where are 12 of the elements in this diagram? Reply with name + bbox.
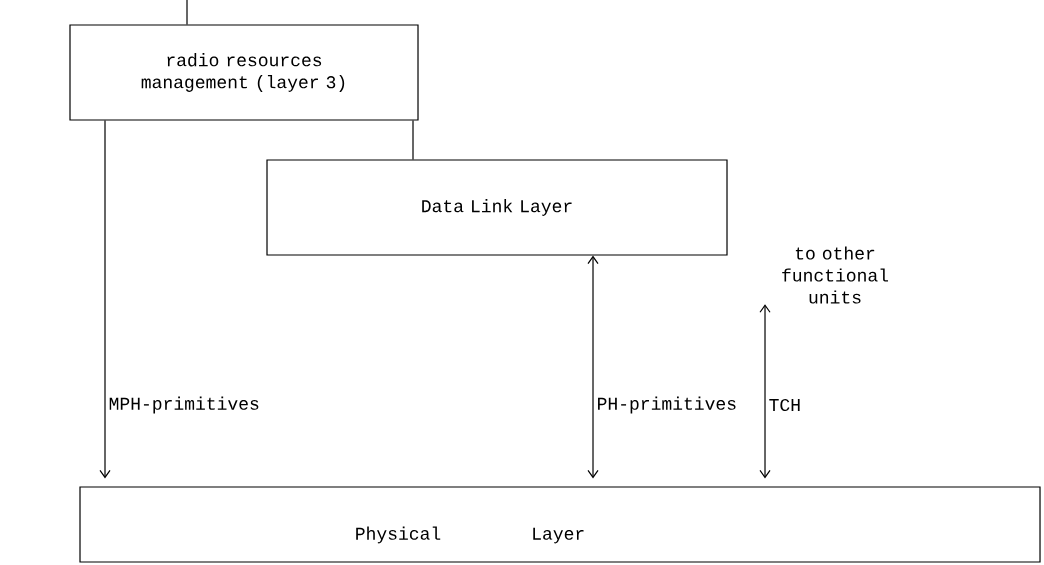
note-text: to other functional units bbox=[782, 246, 888, 304]
connector-line bbox=[186, 0, 188, 25]
edge-label: MPH-primitives bbox=[106, 394, 262, 416]
connector-line bbox=[412, 120, 414, 160]
layer-box: Data Link Layer bbox=[266, 159, 728, 256]
edge-label: TCH bbox=[766, 396, 803, 414]
arrow bbox=[99, 120, 111, 479]
layer-box: Physical Layer bbox=[79, 486, 1041, 563]
layer-box: radio resources management (layer 3) bbox=[69, 24, 419, 121]
arrow bbox=[759, 304, 771, 479]
arrow bbox=[587, 255, 599, 479]
edge-label: PH-primitives bbox=[594, 394, 740, 416]
